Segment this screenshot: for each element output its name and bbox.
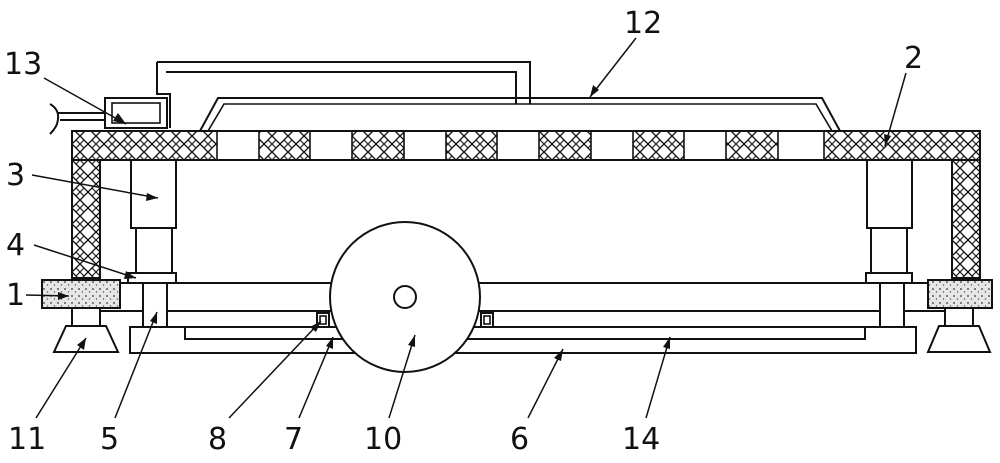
top-bracket-12 [157, 62, 840, 131]
label-2: 2 [904, 41, 923, 76]
cylinder-3 [131, 160, 912, 274]
label-7: 7 [284, 422, 303, 457]
label-8: 8 [208, 422, 227, 457]
label-6: 6 [510, 422, 529, 457]
label-11: 11 [8, 422, 46, 457]
control-box-13 [50, 98, 167, 134]
inner-rail-14 [185, 327, 865, 339]
label-3: 3 [6, 158, 25, 193]
label-10: 10 [364, 422, 402, 457]
wheel-10 [330, 222, 480, 372]
label-4: 4 [6, 228, 25, 263]
guide-bar [100, 283, 952, 311]
label-12: 12 [624, 6, 662, 41]
label-14: 14 [622, 422, 660, 457]
connector-4 [128, 273, 912, 283]
frame-2 [72, 131, 980, 278]
label-5: 5 [100, 422, 119, 457]
label-1: 1 [6, 278, 25, 313]
label-13: 13 [4, 47, 42, 82]
